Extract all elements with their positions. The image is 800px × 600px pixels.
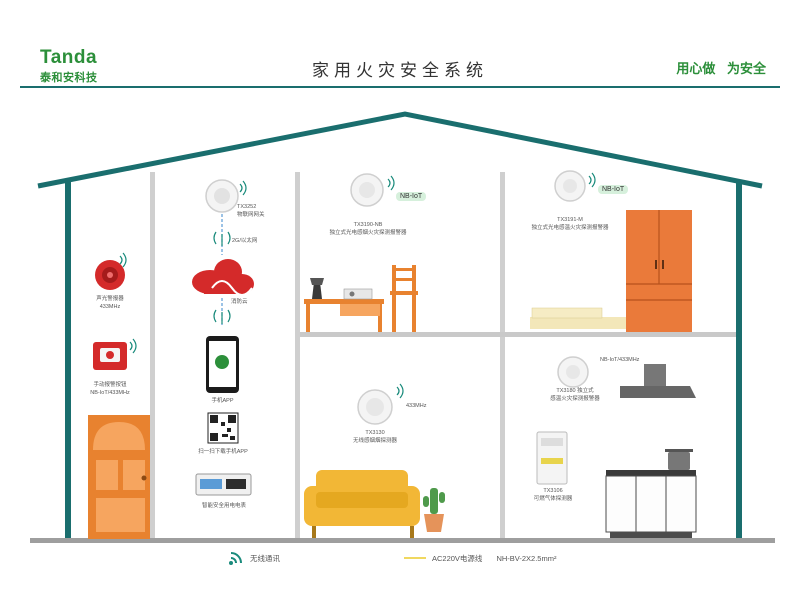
desk-icon: [304, 299, 384, 332]
alarm-icon: [95, 260, 125, 290]
sound-light-alarm-label: 声光警报器 433MHz: [80, 296, 140, 311]
meter-icon: [195, 473, 252, 496]
floor-slab: [300, 332, 736, 337]
manual-alarm-spec: NB-IoT/433MHz: [90, 389, 130, 396]
gateway-name: 物联网网关: [237, 211, 265, 218]
heat-detector-icon: [557, 356, 589, 388]
wifi-icon: [119, 172, 596, 399]
partition-3: [500, 172, 505, 540]
cooking-pot-icon: [665, 449, 693, 470]
heat-smoke-detector-icon: [554, 170, 586, 202]
gateway-model: TX3252: [237, 204, 257, 210]
nb-iot-badge-2: NB-IoT: [598, 185, 629, 194]
partition-2: [295, 172, 300, 540]
manual-alarm-label: 手动报警按钮 NB-IoT/433MHz: [76, 382, 144, 397]
smoke-nb-model: TX3190-NB: [353, 222, 383, 228]
heat-smoke-m-model: TX3191-M: [557, 217, 583, 223]
phone-icon: [206, 336, 239, 393]
sound-light-alarm-name: 声光警报器: [96, 296, 124, 302]
wireless-smoke-model: TX3130: [365, 430, 385, 436]
bed-icon: [530, 307, 626, 329]
page-title: 家用火灾安全系统: [312, 61, 488, 80]
wardrobe-icon: [626, 210, 692, 332]
qr-download-label: 扫一扫下载手机APP: [198, 449, 248, 455]
smoke-nb-label: TX3190-NB 独立式光电感烟火灾探测报警器: [318, 222, 418, 237]
manual-button-icon: [93, 342, 127, 370]
nb-433-badge: NB-IoT/433MHz: [600, 357, 640, 363]
ground-line: [30, 538, 775, 543]
smoke-detector-nb-icon: [350, 173, 384, 207]
gateway-icon: [205, 179, 239, 213]
wireless-smoke-detector-icon: [357, 389, 393, 425]
header-divider: [20, 86, 780, 88]
sofa-icon: [304, 470, 420, 538]
heat-smoke-m-label: TX3191-M 独立式光电感温火灾探测报警器: [520, 217, 620, 232]
fire-cloud-label: 消防云: [231, 299, 248, 305]
legend-wireless-text: 无线通讯: [250, 553, 280, 563]
brand-logo: Tanda 泰和安科技: [40, 48, 98, 85]
gas-detector-name: 可燃气体探测器: [533, 495, 573, 502]
gas-detector-label: TX3106 可燃气体探测器: [519, 488, 587, 503]
partition-1: [150, 172, 155, 540]
cloud-icon: [192, 259, 254, 296]
sound-light-alarm-spec: 433MHz: [99, 303, 121, 310]
wireless-badge: 433MHz: [406, 403, 427, 409]
radio-icon: [343, 288, 373, 300]
legend-power: AC220V电源线 NH-BV-2X2.5mm²: [404, 548, 556, 568]
gateway-label: TX3252 物联网网关: [237, 204, 265, 219]
phone-app-label: 手机APP: [211, 398, 234, 404]
door-icon: [88, 415, 150, 539]
legend-wireless: 无线通讯: [228, 548, 280, 568]
kitchen-cabinet-icon: [605, 470, 697, 538]
network-label: 2G/以太网: [232, 238, 258, 244]
range-hood-icon: [620, 364, 696, 398]
smoke-nb-name: 独立式光电感烟火灾探测报警器: [329, 229, 407, 236]
wireless-smoke-name: 无线感烟烟探测器: [352, 437, 397, 444]
brand-name-en: Tanda: [40, 47, 98, 68]
wall-right: [736, 180, 742, 540]
gas-detector-model: TX3106: [543, 488, 563, 494]
power-line-swatch: [404, 557, 426, 559]
lamp-icon: [310, 278, 324, 299]
antenna-icon: [213, 231, 231, 324]
heat-detector-model: TX3180 独立式: [556, 388, 594, 394]
legend-power-text: AC220V电源线: [432, 553, 483, 563]
wireless-signal-icon: [229, 552, 242, 565]
heat-smoke-m-name: 独立式光电感温火灾探测报警器: [531, 224, 609, 231]
nb-iot-badge-1: NB-IoT: [396, 192, 427, 201]
brand-name-cn: 泰和安科技: [40, 72, 98, 84]
heat-detector-label: TX3180 独立式 感温火灾探测报警器: [530, 388, 620, 403]
cactus-plant-icon: [423, 488, 445, 532]
manual-alarm-name: 手动报警按钮: [93, 382, 127, 388]
heat-detector-name: 感温火灾探测报警器: [550, 395, 600, 402]
wireless-smoke-label: TX3130 无线感烟烟探测器: [335, 430, 415, 445]
gas-detector-icon: [536, 431, 568, 485]
slogan: 用心做 为安全: [676, 61, 766, 76]
smart-meter-label: 智能安全用电电表: [201, 503, 246, 509]
wall-left: [65, 180, 71, 540]
chair-icon: [390, 265, 418, 332]
legend-cable-text: NH-BV-2X2.5mm²: [496, 553, 557, 563]
qr-code-icon: [207, 412, 239, 444]
roof-outline: [37, 111, 763, 189]
